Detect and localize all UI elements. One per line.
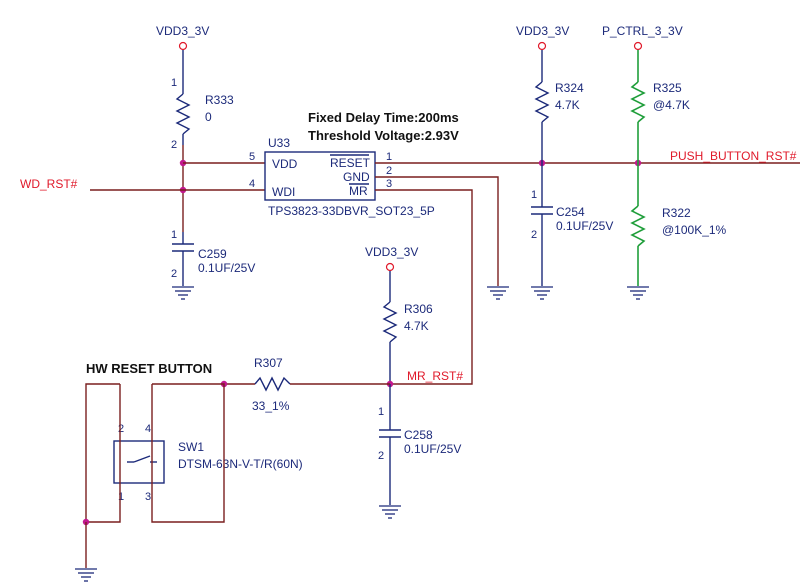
sw1-ref: SW1	[178, 440, 204, 454]
sw1-pin4: 4	[145, 423, 151, 435]
ic-num-reset: 1	[386, 151, 392, 163]
capacitor-c258[interactable]: 1 2 C258 0.1UF/25V	[378, 384, 461, 505]
c259-ref: C259	[198, 247, 227, 261]
c258-pin1: 1	[378, 406, 384, 418]
sw1-pin3: 3	[145, 491, 151, 503]
c254-pin2: 2	[531, 229, 537, 241]
ic-pin-wdi: WDI	[272, 185, 295, 199]
switch-sw1[interactable]: 2 4 1 3 SW1 DTSM-63N-V-T/R(60N)	[113, 423, 303, 503]
ic-part: TPS3823-33DBVR_SOT23_5P	[268, 204, 435, 218]
r307-value: 33_1%	[252, 399, 290, 413]
sw1-left-loop	[85, 383, 121, 523]
r333-pin2: 2	[171, 139, 177, 151]
ground-symbol-c259	[172, 286, 194, 300]
ic-num-wdi: 4	[249, 178, 255, 190]
r324-ref: R324	[555, 81, 584, 95]
resistor-r306[interactable]: R306 4.7K	[382, 271, 433, 384]
power-label-vdd-2: VDD3_3V	[516, 24, 569, 38]
c254-pin1: 1	[531, 189, 537, 201]
note-button-title: HW RESET BUTTON	[86, 361, 212, 376]
ground-symbol-c258	[379, 505, 401, 519]
power-symbol-vdd-1: VDD3_3V	[156, 24, 209, 51]
ground-symbol-ic	[487, 286, 509, 300]
c259-value: 0.1UF/25V	[198, 261, 255, 275]
r333-ref: R333	[205, 93, 234, 107]
ic-ref: U33	[268, 136, 290, 150]
c258-pin2: 2	[378, 450, 384, 462]
resistor-r322[interactable]: R322 @100K_1%	[630, 163, 727, 286]
c258-value: 0.1UF/25V	[404, 442, 461, 456]
r322-ref: R322	[662, 206, 691, 220]
resistor-r324[interactable]: R324 4.7K	[534, 50, 584, 163]
c259-pin2: 2	[171, 268, 177, 280]
c254-ref: C254	[556, 205, 585, 219]
power-symbol-vdd-2: VDD3_3V	[516, 24, 569, 51]
ic-num-gnd: 2	[386, 165, 392, 177]
ic-u33[interactable]: U33 TPS3823-33DBVR_SOT23_5P VDD WDI RESE…	[249, 136, 435, 218]
ic-pin-mr: MR	[349, 184, 368, 198]
r333-value: 0	[205, 110, 212, 124]
ic-pin-reset: RESET	[330, 156, 371, 170]
ground-symbol-r322	[627, 286, 649, 300]
r322-value: @100K_1%	[662, 223, 727, 237]
ground-symbol-c254	[531, 286, 553, 300]
sw1-pin1: 1	[118, 491, 124, 503]
sw1-pin2: 2	[118, 423, 124, 435]
net-label-mr-rst[interactable]: MR_RST#	[407, 369, 463, 383]
c259-pin1: 1	[171, 229, 177, 241]
sw1-right-loop	[151, 383, 225, 523]
resistor-r333[interactable]: 1 2 R333 0	[171, 50, 234, 151]
resistor-r325[interactable]: R325 @4.7K	[630, 50, 690, 163]
ground-symbol-sw1	[75, 568, 97, 582]
c258-ref: C258	[404, 428, 433, 442]
r324-value: 4.7K	[555, 98, 580, 112]
ic-num-mr: 3	[386, 178, 392, 190]
power-label-pctrl: P_CTRL_3_3V	[602, 24, 683, 38]
ic-num-vdd: 5	[249, 151, 255, 163]
r325-value: @4.7K	[653, 98, 690, 112]
ic-pin-gnd: GND	[343, 170, 370, 184]
r307-ref: R307	[254, 356, 283, 370]
c254-value: 0.1UF/25V	[556, 219, 613, 233]
sw1-value: DTSM-63N-V-T/R(60N)	[178, 457, 303, 471]
power-label-vdd-1: VDD3_3V	[156, 24, 209, 38]
power-label-vdd-3: VDD3_3V	[365, 245, 418, 259]
power-symbol-pctrl: P_CTRL_3_3V	[602, 24, 683, 51]
r306-ref: R306	[404, 302, 433, 316]
net-label-wd-rst[interactable]: WD_RST#	[20, 177, 78, 191]
capacitor-c259[interactable]: 1 2 C259 0.1UF/25V	[171, 229, 255, 286]
r306-value: 4.7K	[404, 319, 429, 333]
ic-pin-vdd: VDD	[272, 157, 298, 171]
note-delay: Fixed Delay Time:200ms	[308, 110, 459, 125]
power-symbol-vdd-3: VDD3_3V	[365, 245, 418, 272]
net-label-push-button-rst[interactable]: PUSH_BUTTON_RST#	[670, 149, 797, 163]
resistor-r307[interactable]: R307 33_1%	[252, 356, 291, 413]
note-threshold: Threshold Voltage:2.93V	[308, 128, 459, 143]
capacitor-c254[interactable]: 1 2 C254 0.1UF/25V	[531, 163, 613, 286]
r333-pin1: 1	[171, 77, 177, 89]
r325-ref: R325	[653, 81, 682, 95]
